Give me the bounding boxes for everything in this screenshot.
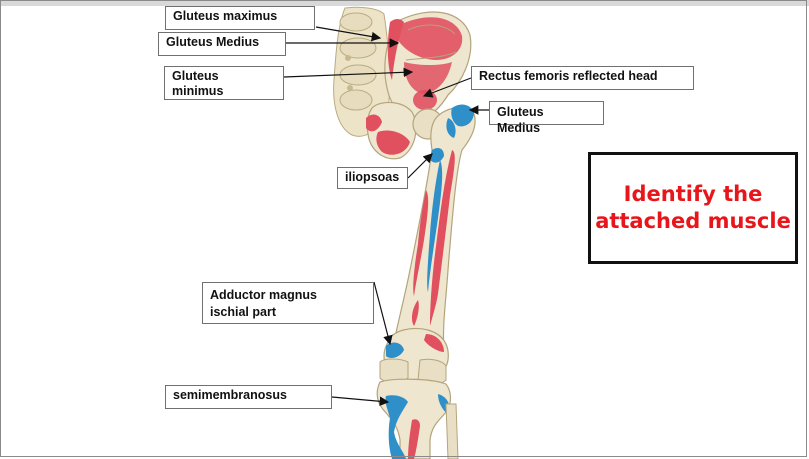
line-gluteus-minimus	[283, 67, 414, 78]
adductor-magnus-insertion	[386, 342, 404, 358]
iliopsoas-insertion	[430, 148, 444, 163]
line-semimembranosus	[331, 396, 390, 407]
leader-lines	[283, 26, 490, 407]
label-adductor-magnus: Adductor magnus ischial part	[202, 282, 374, 324]
knee	[379, 327, 449, 385]
femur	[391, 104, 476, 353]
label-semimembranosus: semimembranosus	[165, 385, 332, 409]
label-gluteus-medius-femur: Gluteus Medius	[489, 101, 604, 135]
line-gluteus-maximus	[315, 26, 382, 42]
semimembranosus-insertion	[385, 395, 408, 459]
pelvis-ilium	[384, 11, 472, 119]
tibia-fibula	[376, 378, 459, 459]
line-iliopsoas	[407, 153, 433, 179]
gluteus-maximus-origin	[387, 19, 404, 80]
gluteus-minimus-origin	[404, 62, 452, 94]
line-adductor-magnus	[373, 281, 393, 346]
label-gluteus-minimus: Gluteus minimus	[164, 66, 284, 100]
line-rectus-femoris	[422, 77, 472, 98]
label-iliopsoas: iliopsoas	[337, 167, 408, 189]
instruction-text: Identify the attached muscle	[595, 182, 791, 233]
label-rectus-femoris: Rectus femoris reflected head	[471, 66, 694, 90]
top-bar	[0, 0, 809, 6]
label-gluteus-maximus: Gluteus maximus	[165, 6, 315, 30]
gluteus-medius-insertion	[451, 104, 474, 127]
instruction-callout: Identify the attached muscle	[588, 152, 798, 264]
label-gluteus-medius-pelvis: Gluteus Medius	[158, 32, 286, 56]
